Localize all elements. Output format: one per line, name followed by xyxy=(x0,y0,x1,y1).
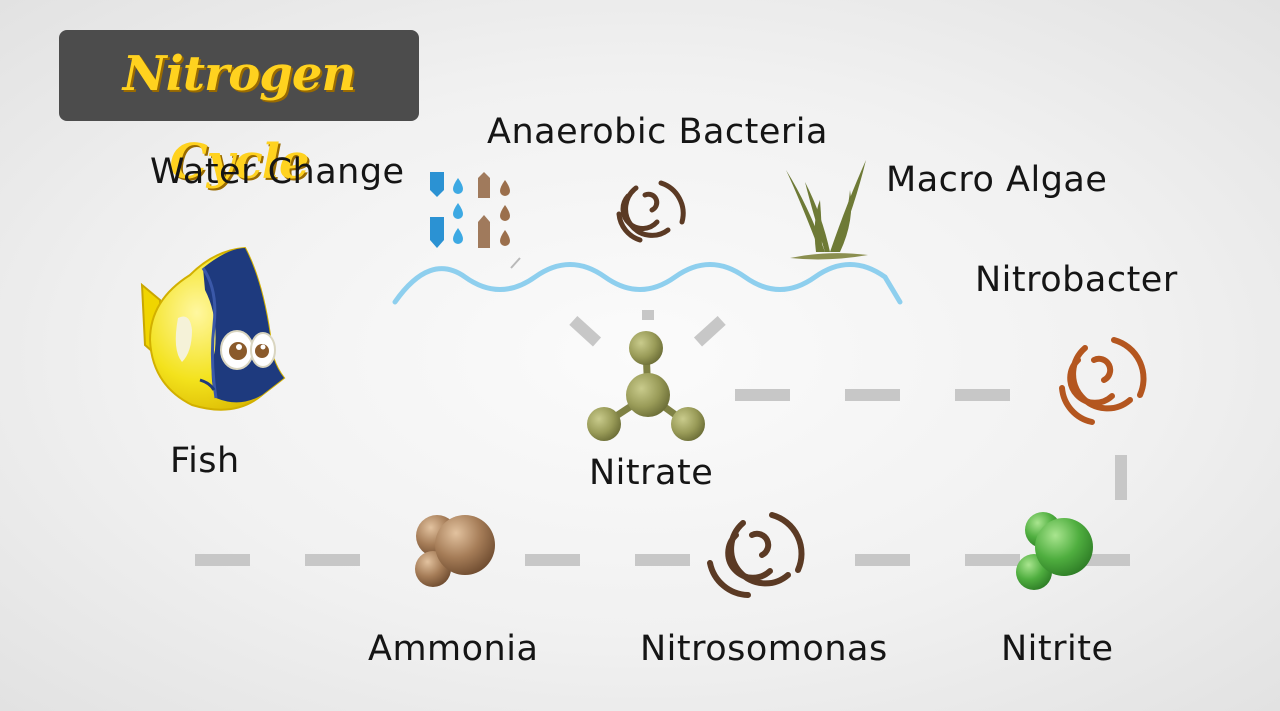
nitrobacter-icon xyxy=(1059,337,1147,425)
label-nitrosomonas: Nitrosomonas xyxy=(640,629,888,669)
diagram-title: Nitrogen Cycle xyxy=(122,46,357,190)
anaerobic-bacteria-icon xyxy=(616,180,686,243)
connector-nitrate-water-left xyxy=(548,297,602,347)
label-ammonia: Ammonia xyxy=(368,629,539,669)
label-nitrate: Nitrate xyxy=(589,453,714,493)
nitrate-molecule-icon xyxy=(587,331,705,441)
nitrite-molecule-icon xyxy=(1016,512,1093,590)
water-change-icon xyxy=(430,172,510,248)
ammonia-molecule-icon xyxy=(415,515,495,587)
cycle-connectors xyxy=(195,297,1130,566)
label-nitrite: Nitrite xyxy=(1001,629,1114,669)
label-nitrobacter: Nitrobacter xyxy=(975,260,1178,300)
label-macro-algae: Macro Algae xyxy=(886,160,1108,200)
water-wave xyxy=(392,262,903,305)
fish-icon xyxy=(140,246,286,411)
nitrosomonas-icon xyxy=(707,512,805,598)
label-anaerobic-bacteria: Anaerobic Bacteria xyxy=(487,112,828,152)
label-fish: Fish xyxy=(170,441,240,481)
title-box: Nitrogen Cycle xyxy=(59,30,419,190)
label-water-change: Water Change xyxy=(150,152,405,192)
connector-nitrate-water-right xyxy=(693,297,747,347)
macro-algae-icon xyxy=(786,160,868,260)
